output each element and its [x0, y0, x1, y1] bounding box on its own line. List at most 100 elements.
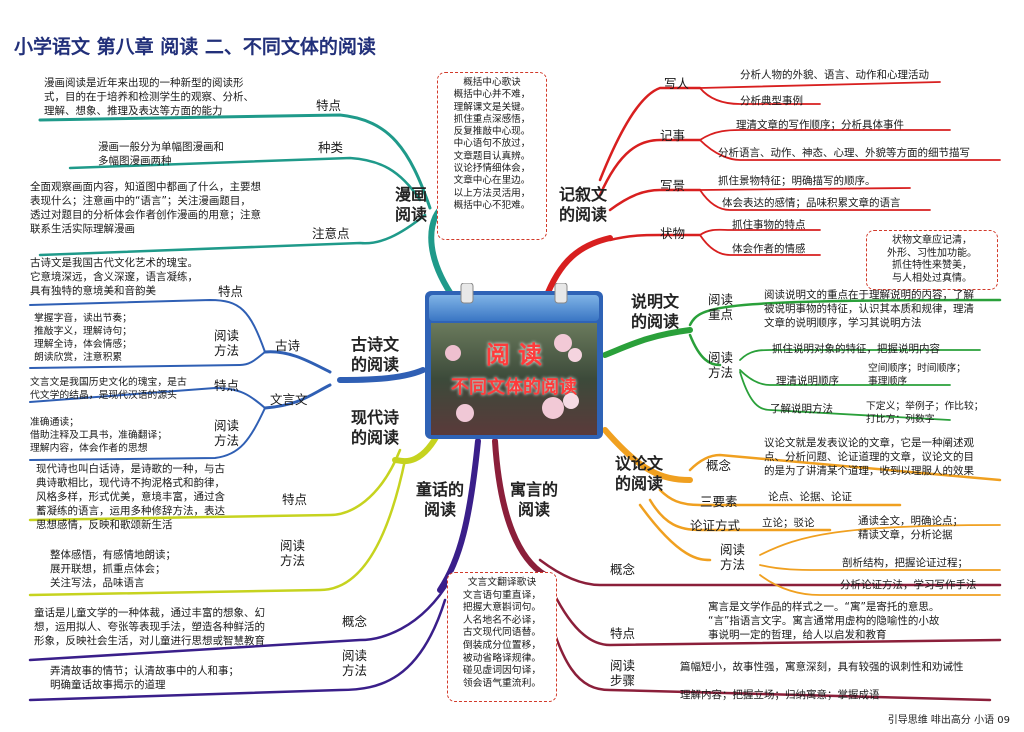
yilun-sanyaosu-label: 三要素	[700, 494, 738, 509]
branch-yilun-lunzheng	[648, 498, 832, 532]
branch-shuoming-shunxu	[739, 369, 951, 386]
branch-jixuwen-main	[542, 235, 613, 303]
shuoming-fangfa2-items: 下定义；举例子；作比较； 打比方；列数字	[866, 401, 984, 425]
branch-yilun-fangfa-1	[759, 524, 1001, 556]
branch-yuyan-gainian	[538, 558, 1002, 587]
branch-jishi-2	[699, 139, 1001, 161]
jixuwen-xiejing-label: 写景	[660, 178, 686, 193]
shuoming-zhongdian-text: 阅读说明文的重点在于理解说明的内容，了解 被说明事物的特征，认识其本质和规律，理…	[764, 289, 974, 329]
manhua-zhonglei-label: 种类	[318, 140, 344, 155]
branch-gushiwen-main	[337, 367, 426, 383]
manhua-zhuyi-text: 全面观察画面内容，知道图中都画了什么，主要想 表现什么；注意画中的“语言”；关注…	[30, 181, 261, 235]
wenyan-fangfa-label: 阅读 方法	[214, 418, 240, 448]
branch-yilun-sanyaosu	[658, 488, 902, 507]
branch-gushi-tedian	[29, 298, 266, 353]
branch-jixuwen-jishi	[598, 138, 702, 197]
jixuwen-jishi-label: 记事	[660, 128, 686, 143]
branch-tonghua-gainian	[28, 578, 452, 662]
shuoming-fangfa-1: 抓住说明对象的特征，把握说明内容	[772, 343, 940, 355]
note-box-zhuangwu: 状物文章应记清， 外形、习性加功能。 抓住特性来赞美， 与人相处过真情。	[866, 230, 998, 290]
branch-xiandaishi-fangfa	[28, 458, 407, 597]
jixuwen-xieren-label: 写人	[664, 76, 690, 91]
branch-tonghua-fangfa	[28, 598, 447, 702]
branch-zhuangwu-2	[699, 234, 821, 256]
shuoming-shunxu-items: 空间顺序；时间顺序； 事理顺序	[868, 363, 966, 387]
yilun-fangfa-label: 阅读 方法	[720, 542, 746, 572]
center-title: 阅 读	[485, 340, 543, 369]
branch-xiandaishi-tedian	[28, 448, 402, 522]
branch-manhua-tedian	[38, 113, 432, 210]
branch-manhua-zhonglei	[68, 156, 422, 202]
jixuwen-xieren-2: 分析典型事例	[740, 95, 803, 107]
wenyan-label: 文言文	[270, 392, 308, 407]
branch-xieren-2	[699, 87, 821, 105]
node-yilunwen: 议论文 的阅读	[614, 454, 663, 493]
shuoming-zhongdian-label: 阅读 重点	[708, 292, 734, 322]
yilun-gainian-text: 议论文就是发表议论的文章，它是一种阐述观 点、分析问题、论证道理的文章，议论文的…	[764, 437, 974, 477]
jixuwen-zhuangwu-2: 体会作者的情感	[732, 243, 806, 255]
branch-zhuangwu-1	[699, 228, 821, 236]
verse-box-center: 概括中心歌诀 概括中心并不难， 理解课文是关键。 抓住重点深感悟， 反复推敲中心…	[437, 72, 547, 240]
yuyan-tedian-text: 篇幅短小，故事性强，寓意深刻，具有较强的讽刺性和劝诫性	[680, 661, 964, 673]
branch-shuoming-zhongdian	[688, 298, 1002, 327]
yilun-fangfa-3: 分析论证方法，学习写作手法	[840, 579, 977, 591]
branch-shuoming-fangfa2	[739, 371, 951, 421]
node-jixuwen: 记叙文 的阅读	[558, 185, 607, 224]
branch-gushi	[263, 350, 332, 374]
shuoming-shunxu-label: 理清说明顺序	[776, 375, 839, 387]
yilun-gainian-label: 概念	[706, 458, 732, 473]
wenyan-tedian-text: 文言文是我国历史文化的瑰宝，是古 代文学的结晶，是现代汉语的源头	[30, 377, 187, 401]
node-gushiwen: 古诗文 的阅读	[350, 335, 399, 374]
yuyan-gainian-label: 概念	[610, 562, 636, 577]
yuyan-buzhou-text: 理解内容；把握立场；归纳寓意；掌握成语	[680, 689, 880, 701]
page-title: 小学语文 第八章 阅读 二、不同文体的阅读	[14, 36, 376, 58]
branch-yilun-fangfa-3	[759, 574, 1001, 596]
branch-wenyan-tedian	[29, 386, 266, 409]
branch-yilunwen-main	[602, 427, 693, 483]
node-shuomingwen: 说明文 的阅读	[630, 292, 679, 331]
manhua-zhuyi-label: 注意点	[312, 226, 350, 241]
jixuwen-zhuangwu-1: 抓住事物的特点	[732, 219, 806, 231]
yuyan-tedian-label: 特点	[610, 626, 636, 641]
branch-wenyan	[263, 383, 332, 410]
manhua-tedian-text: 漫画阅读是近年来出现的一种新型的阅读形 式，目的在于培养和检测学生的观察、分析、…	[44, 77, 254, 117]
shuoming-fangfa-label: 阅读 方法	[708, 350, 734, 380]
node-xiandaishi: 现代诗 的阅读	[350, 408, 399, 447]
branch-yilun-fangfa-2	[759, 564, 1001, 571]
yilun-lunzheng-label: 论证方式	[690, 518, 741, 533]
yilun-fangfa-1: 通读全文，明确论点； 精读文章，分析论据	[858, 515, 963, 541]
tonghua-gainian-label: 概念	[342, 614, 368, 629]
branch-xiejing-2	[699, 189, 931, 211]
tonghua-fangfa-text: 弄清故事的情节；认清故事中的人和事； 明确童话故事揭示的道理	[50, 665, 239, 691]
gushi-tedian-text: 古诗文是我国古代文化艺术的瑰宝。 它意境深远，含义深邃，语言凝练， 具有独特的意…	[30, 257, 198, 297]
verse-box-wenyan: 文言文翻译歌诀 文言语句重直译， 把握大意斟词句。 人名地名不必译， 古文现代同…	[447, 572, 557, 702]
branch-jishi-1	[699, 129, 951, 141]
node-manhua: 漫画 阅读	[394, 185, 427, 224]
tonghua-fangfa-label: 阅读 方法	[342, 648, 368, 678]
gushi-fangfa-text: 掌握字音，读出节奏； 推敲字义，理解诗句； 理解全诗，体会情感； 朗读欣赏，注意…	[34, 313, 132, 363]
branch-manhua-zhuyi	[38, 213, 427, 257]
xiandaishi-tedian-label: 特点	[282, 492, 308, 507]
center-node: 阅 读 不同文体的阅读	[423, 282, 605, 441]
page-footer: 引导思维 啡出高分 小语 09	[887, 715, 1010, 726]
jixuwen-jishi-2: 分析语言、动作、神态、心理、外貌等方面的细节描写	[718, 147, 970, 159]
manhua-zhonglei-text: 漫画一般分为单幅图漫画和 多幅图漫画两种	[98, 141, 224, 167]
branch-jixuwen-xieren	[598, 86, 702, 182]
jixuwen-xiejing-2: 体会表达的感情；品味积累文章的语言	[722, 197, 901, 209]
jixuwen-xiejing-1: 抓住景物特征；明确描写的顺序。	[718, 175, 876, 187]
node-tonghua: 童话的 阅读	[415, 480, 464, 519]
branch-yilun-fangfa	[638, 503, 712, 562]
branch-xiejing-1	[699, 187, 911, 191]
branch-tonghua-main	[437, 438, 481, 593]
branch-yilun-gainian	[688, 453, 1002, 482]
jixuwen-xieren-1: 分析人物的外貌、语言、动作和心理活动	[740, 69, 929, 81]
branch-jixuwen-xiejing	[608, 188, 702, 212]
yilun-lunzheng-text: 立论；驳论	[762, 517, 815, 529]
wenyan-tedian-label: 特点	[214, 378, 240, 393]
jixuwen-jishi-1: 理清文章的写作顺序；分析具体事件	[736, 119, 904, 131]
xiandaishi-fangfa-label: 阅读 方法	[280, 538, 306, 568]
branch-wenyan-fangfa	[29, 407, 266, 461]
branch-xieren-1	[699, 81, 941, 89]
